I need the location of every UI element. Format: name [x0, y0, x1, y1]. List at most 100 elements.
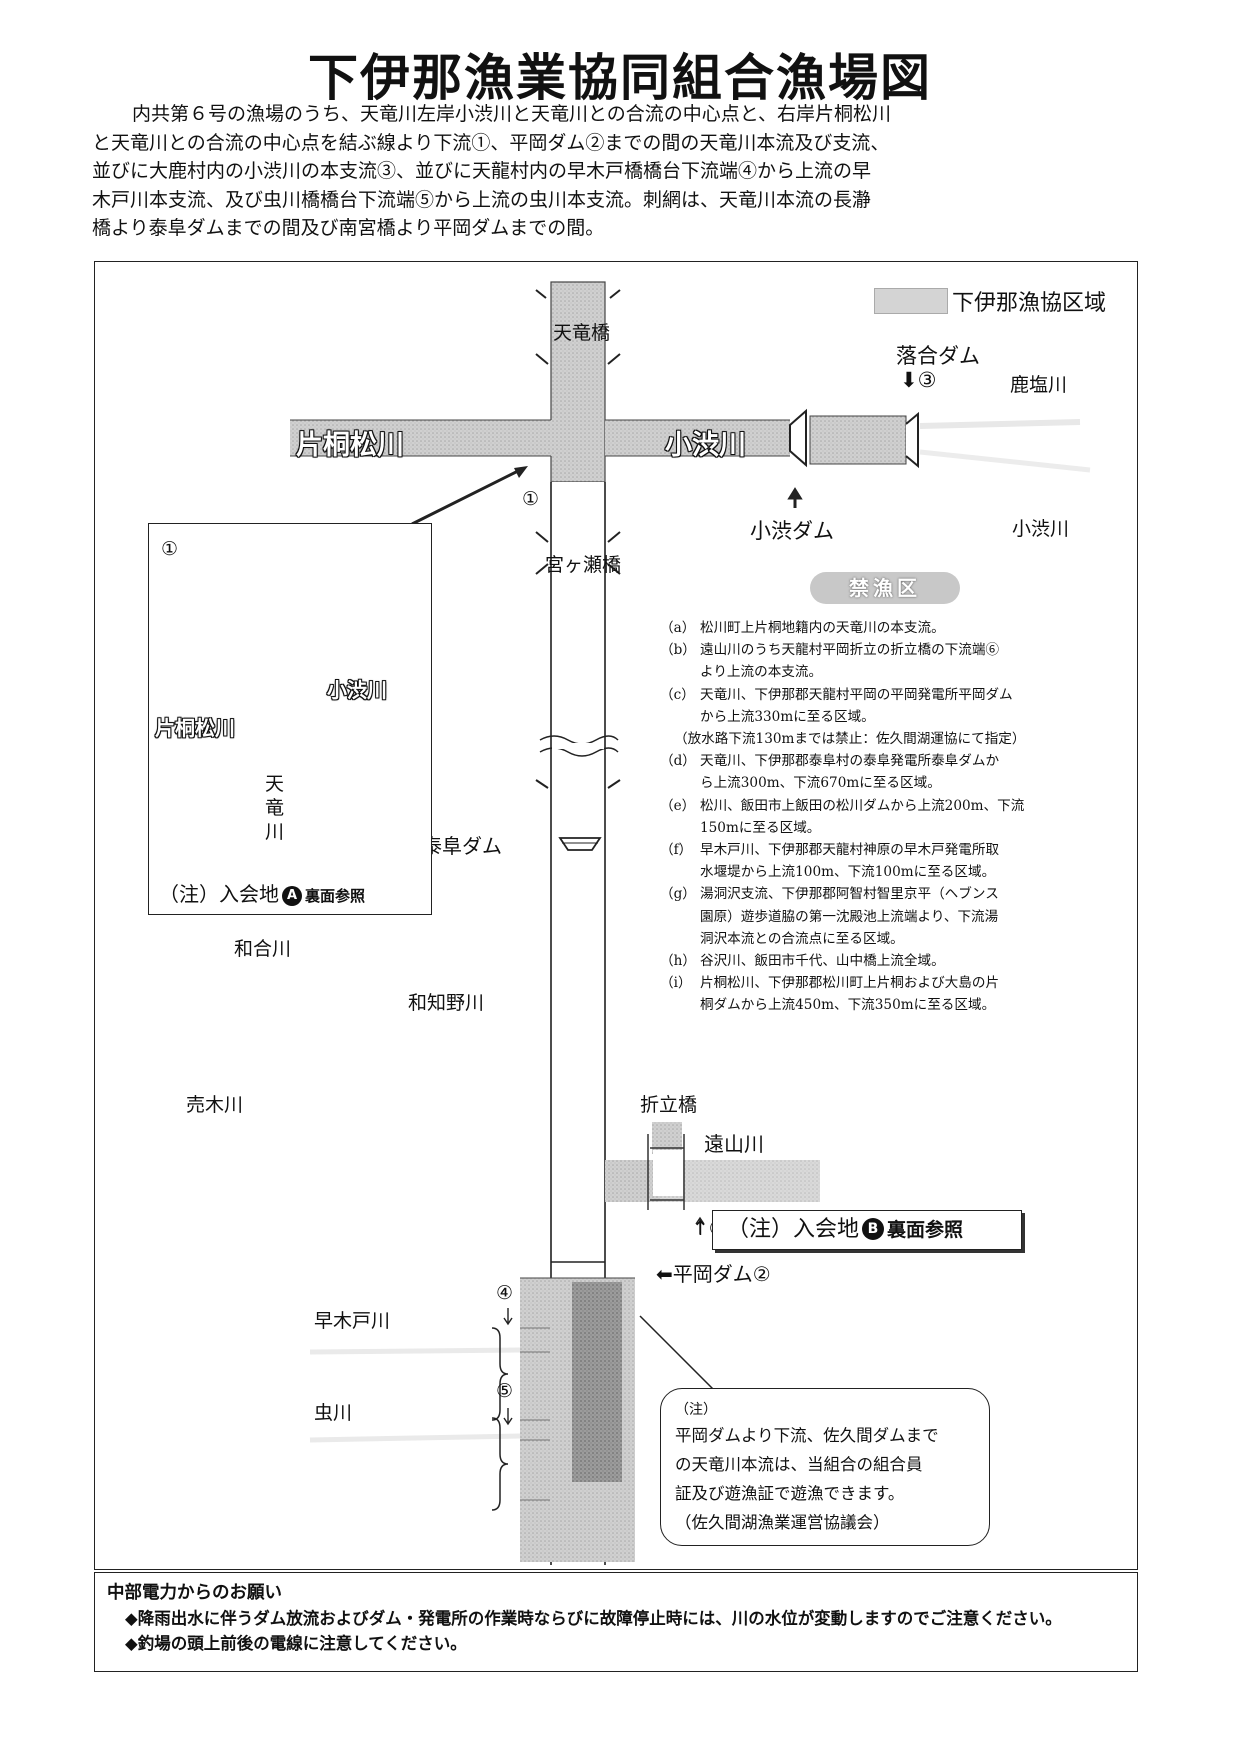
- notice-line: ◆降雨出水に伴うダム放流およびダム・発電所の作業時ならびに故障停止時には、川の水…: [125, 1609, 1062, 1628]
- sakuma-note: （注） 平岡ダムより下流、佐久間ダムまで の天竜川本流は、当組合の組合員 証及び…: [660, 1388, 990, 1546]
- kinryoku-line: から上流330mに至る区域。: [700, 708, 875, 725]
- inset-note-suffix: 裏面参照: [305, 887, 366, 905]
- kinryoku-line: 松川、飯田市上飯田の松川ダムから上流200m、下流: [700, 797, 1025, 814]
- iriai-b-suffix: 裏面参照: [887, 1219, 964, 1241]
- chubu-electric-notice: 中部電力からのお願い ◆降雨出水に伴うダム放流およびダム・発電所の作業時ならびに…: [94, 1572, 1138, 1672]
- label-ochiai-dam: 落合ダム: [896, 344, 980, 368]
- kinryoku-line: より上流の本支流。: [700, 664, 823, 681]
- kinryoku-line: 洞沢本流との合流点に至る区域。: [700, 930, 904, 947]
- kinryoku-key: （h）: [660, 953, 696, 970]
- intro-line: 並びに大鹿村内の小渋川の本支流③、並びに天龍村内の早木戸橋橋台下流端④から上流の…: [92, 160, 872, 182]
- label-miyagase-bridge: 宮ヶ瀬橋: [545, 554, 622, 576]
- kinryoku-line: 園原）遊歩道脇の第一沈殿池上流端より、下流湯: [700, 908, 999, 925]
- sakuma-note-line: 平岡ダムより下流、佐久間ダムまで: [675, 1426, 939, 1445]
- notice-title: 中部電力からのお願い: [107, 1583, 282, 1603]
- kinryoku-key: （a）: [660, 620, 696, 636]
- notice-line: ◆釣場の頭上前後の電線に注意してください。: [125, 1634, 467, 1653]
- kinryoku-line: 早木戸川、下伊那郡天龍村神原の早木戸発電所取: [700, 842, 1000, 859]
- kinryoku-key: （g）: [660, 886, 696, 903]
- yasuoka-dam-symbol: [558, 837, 602, 851]
- kinryoku-line: 片桐松川、下伊那郡松川町上片桐および大島の片: [700, 975, 1000, 992]
- inset-pointer-arrow: [411, 468, 521, 526]
- label-hiraoka-dam: ⬅平岡ダム②: [656, 1262, 771, 1286]
- kinryoku-item: （b）遠山川のうち天龍村平岡折立の折立橋の下流端⑥ より上流の本支流。: [660, 639, 1076, 683]
- koshibu-reservoir: [809, 415, 907, 465]
- map-frame: [94, 261, 1138, 1570]
- bridge-tenryu: [535, 353, 621, 365]
- kinryoku-line: 松川町上片桐地籍内の天竜川の本支流。: [700, 620, 945, 636]
- sakuma-note-line: 証及び遊漁証で遊漁できます。: [675, 1484, 905, 1503]
- kinryoku-item: （g）湯洞沢支流、下伊那郡阿智村智里京平（ヘブンス園原）遊歩道脇の第一沈殿池上流…: [660, 883, 1076, 950]
- kinryoku-line: 水堰堤から上流100m、下流100mに至る区域。: [700, 864, 996, 881]
- kinryoku-item: （a）松川町上片桐地籍内の天竜川の本支流。: [660, 617, 1076, 639]
- kinryoku-line: （放水路下流130mまでは禁止：佐久間湖運協にて指定）: [674, 731, 1026, 748]
- kinryoku-key: （c）: [660, 686, 695, 703]
- tenryu-upper-shaded: [550, 281, 606, 483]
- sakuma-note-line: （佐久間湖漁業運営協議会）: [675, 1513, 890, 1532]
- iriai-b-badge: B: [862, 1218, 885, 1240]
- kinryoku-key: （b）: [660, 642, 696, 659]
- katagiri-matsukawa-river: [290, 420, 552, 456]
- page-title: 下伊那漁業協同組合漁場図: [308, 48, 932, 107]
- inset-note-prefix: （注）入会地: [159, 882, 279, 906]
- koshibu-river: [605, 420, 790, 456]
- label-yasuoka-dam: 泰阜ダム: [422, 834, 502, 858]
- inset-label-koshibu: 小渋川: [326, 677, 388, 703]
- label-wago-river: 和合川: [234, 938, 292, 960]
- kinryoku-list: （a）松川町上片桐地籍内の天竜川の本支流。 （b）遠山川のうち天龍村平岡折立の折…: [660, 617, 1076, 1017]
- intro-line: 橋より泰阜ダムまでの間及び南宮橋より平岡ダムまでの間。: [92, 217, 605, 239]
- sakuma-note-line: の天竜川本流は、当組合の組合員: [675, 1455, 923, 1474]
- kinryoku-line: 遠山川のうち天龍村平岡折立の折立橋の下流端⑥: [700, 642, 1000, 659]
- kinryoku-item: （c） 天竜川、下伊那郡天龍村平岡の平岡発電所平岡ダムから上流330mに至る区域。…: [660, 684, 1076, 751]
- kinryoku-line: 天竜川、下伊那郡泰阜村の泰阜発電所泰阜ダムか: [700, 753, 1000, 770]
- kinryoku-item: （h）谷沢川、飯田市千代、山中橋上流全域。: [660, 950, 1076, 972]
- label-wachino-river: 和知野川: [408, 992, 485, 1014]
- label-marker-5: ⑤: [496, 1380, 514, 1402]
- label-shiokawa: 鹿塩川: [1010, 374, 1068, 396]
- kinryoku-line: ら上流300m、下流670mに至る区域。: [700, 775, 941, 792]
- intro-line: 内共第６号の漁場のうち、天竜川左岸小渋川と天竜川との合流の中心点と、右岸片桐松川: [132, 103, 892, 125]
- label-marker-4: ④: [496, 1282, 514, 1304]
- kinryoku-item: （i） 片桐松川、下伊那郡松川町上片桐および大島の片桐ダムから上流450m、下流3…: [660, 972, 1076, 1016]
- label-koshibu-river-bold: 小渋川: [664, 429, 747, 462]
- koshibu-dam-symbol: [789, 408, 807, 468]
- kinryoku-title: 禁漁区: [810, 572, 960, 604]
- inset-marker: ①: [161, 538, 179, 560]
- label-mushi-river: 虫川: [314, 1402, 353, 1424]
- inset-note-badge: A: [282, 886, 302, 906]
- iriai-b-prefix: （注）入会地: [727, 1217, 860, 1242]
- kinryoku-item: （e）松川、飯田市上飯田の松川ダムから上流200m、下流 150mに至る区域。: [660, 795, 1076, 839]
- label-tenryu-bridge: 天竜橋: [553, 322, 611, 344]
- inset-label-tenryu: 天竜川: [265, 773, 285, 843]
- kinryoku-key: （i）: [660, 975, 692, 992]
- intro-line: 木戸川本支流、及び虫川橋橋台下流端⑤から上流の虫川本支流。刺網は、天竜川本流の長…: [92, 188, 872, 211]
- intro-line: と天竜川との合流の中心点を結ぶ線より下流①、平岡ダム②までの間の天竜川本流及び支…: [92, 131, 890, 154]
- label-oritate-bridge: 折立橋: [640, 1094, 698, 1116]
- kinryoku-line: 天竜川、下伊那郡天龍村平岡の平岡発電所平岡ダム: [700, 686, 1013, 703]
- kinryoku-line: 湯洞沢支流、下伊那郡阿智村智里京平（ヘブンス: [700, 886, 999, 903]
- label-katagiri-matsukawa: 片桐松川: [295, 429, 405, 462]
- kinryoku-item: （f） 早木戸川、下伊那郡天龍村神原の早木戸発電所取水堰堤から上流100m、下流1…: [660, 839, 1076, 883]
- sakuma-note-head: （注）: [675, 1402, 717, 1418]
- label-hayakido-river: 早木戸川: [314, 1310, 391, 1332]
- kinryoku-item: （d）天竜川、下伊那郡泰阜村の泰阜発電所泰阜ダムから上流300m、下流670mに…: [660, 750, 1076, 794]
- inset-label-katagiri: 片桐松川: [154, 715, 236, 741]
- label-koshibu-river: 小渋川: [1012, 518, 1070, 540]
- bridge-tenryu-top: [535, 289, 621, 299]
- kinryoku-line: 150mに至る区域。: [700, 819, 821, 836]
- kinryoku-line: 桐ダムから上流450m、下流350mに至る区域。: [700, 997, 996, 1014]
- kinryoku-line: 谷沢川、飯田市千代、山中橋上流全域。: [700, 953, 945, 970]
- label-marker-1: ①: [522, 488, 540, 510]
- legend-swatch: [874, 288, 948, 314]
- label-koshibu-dam: 小渋ダム: [750, 519, 834, 543]
- label-toyama-river: 遠山川: [704, 1132, 764, 1156]
- label-uruki-river: 売木川: [186, 1094, 244, 1116]
- kinryoku-key: （f）: [660, 842, 693, 859]
- label-ochiai-marker: ⬇③: [900, 368, 937, 392]
- kinryoku-key: （e）: [660, 797, 696, 814]
- kinryoku-key: （d）: [660, 753, 696, 770]
- intro-paragraph: 内共第６号の漁場のうち、天竜川左岸小渋川と天竜川との合流の中心点と、右岸片桐松川…: [92, 100, 1132, 243]
